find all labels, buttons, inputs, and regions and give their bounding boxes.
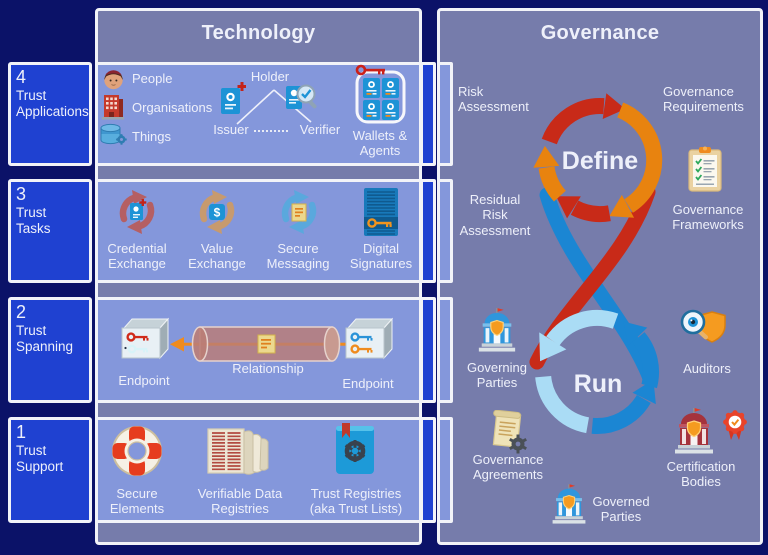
- layer-label-2: 2 Trust Spanning: [8, 297, 92, 403]
- run-label: Run: [573, 370, 623, 398]
- define-label: Define: [561, 147, 639, 175]
- issuer-verifier-dotted-line: [254, 130, 288, 132]
- issuer-credential-icon: [221, 82, 246, 114]
- verifier-check-icon: [286, 84, 317, 109]
- residual-risk-assessment-label: Residual Risk Assessment: [459, 192, 531, 238]
- governing-parties-label: Governing Parties: [467, 360, 527, 391]
- governance-agreements-label: Governance Agreements: [472, 452, 544, 483]
- layer-number: 1: [16, 422, 27, 442]
- bank-building-icon: [478, 308, 516, 352]
- trust-registry-book-icon: [336, 423, 374, 474]
- layer-number: 3: [16, 184, 27, 204]
- relationship-tunnel-icon: [170, 326, 366, 362]
- secure-messaging-icon: [281, 190, 317, 234]
- layer1-governance-tab: [437, 417, 453, 523]
- secure-elements-label: Secure Elements: [109, 486, 165, 517]
- layer4-governance-tab: [437, 62, 453, 166]
- ledger-icon: [207, 428, 269, 475]
- orange-key-icon: [350, 344, 373, 354]
- layer-name: Trust Support: [16, 442, 64, 474]
- things-label: Things: [132, 129, 172, 144]
- issuer-label: Issuer: [213, 122, 249, 137]
- organisation-icon: [102, 95, 124, 120]
- layer2-connector-bar: [420, 297, 436, 403]
- layer-label-4: 4 Trust Applications: [8, 62, 92, 166]
- pale-key-icon: [127, 344, 148, 354]
- technology-title: Technology: [201, 22, 316, 44]
- governed-parties-label: Governed Parties: [592, 494, 650, 525]
- rosette-badge-icon: [723, 410, 747, 440]
- digital-signatures-label: Digital Signatures: [349, 241, 413, 272]
- people-label: People: [132, 71, 173, 86]
- certification-bodies-label: Certification Bodies: [666, 459, 736, 490]
- trust-registries-label: Trust Registries (aka Trust Lists): [309, 486, 403, 517]
- governance-title: Governance: [540, 22, 660, 44]
- verifier-label: Verifier: [299, 122, 341, 137]
- svg-text:$: $: [214, 206, 221, 220]
- layer3-governance-tab: [437, 179, 453, 283]
- credential-exchange-label: Credential Exchange: [107, 241, 167, 272]
- red-key-icon: [126, 332, 149, 342]
- layer-name: Trust Applications: [16, 87, 89, 119]
- bank-rosette-icon: [675, 408, 747, 454]
- scroll-gear-icon: [492, 410, 527, 454]
- auditors-label: Auditors: [683, 361, 731, 376]
- layer-number: 4: [16, 67, 27, 87]
- endpoint-left-label: Endpoint: [118, 373, 170, 388]
- layer1-connector-bar: [420, 417, 436, 523]
- wallet-agents-icon: [355, 64, 406, 124]
- layer-number: 2: [16, 302, 27, 322]
- clipboard-checklist-icon: [688, 146, 722, 192]
- wallets-agents-label: Wallets & Agents: [352, 128, 408, 159]
- endpoint-right-label: Endpoint: [342, 376, 394, 391]
- risk-assessment-label: Risk Assessment: [458, 84, 529, 115]
- layer3-connector-bar: [420, 179, 436, 283]
- layer-label-1: 1 Trust Support: [8, 417, 92, 523]
- value-exchange-label: Value Exchange: [188, 241, 246, 272]
- things-icon: [100, 123, 127, 145]
- layer-name: Trust Spanning: [16, 322, 74, 354]
- magnifier-eye-shield-icon: [680, 309, 726, 343]
- organisations-label: Organisations: [132, 100, 213, 115]
- verifiable-data-registries-label: Verifiable Data Registries: [197, 486, 283, 517]
- credential-exchange-icon: [119, 190, 155, 234]
- layer4-connector-bar: [420, 62, 436, 166]
- holder-label: Holder: [250, 69, 290, 84]
- value-exchange-icon: $: [199, 190, 235, 234]
- blue-key-icon: [350, 332, 373, 342]
- endpoint-cube-icon: [121, 317, 170, 360]
- layer-name: Trust Tasks: [16, 204, 51, 236]
- digital-signature-icon: [364, 188, 398, 236]
- red-key-icon: [355, 64, 385, 76]
- person-icon: [104, 70, 123, 90]
- secure-messaging-label: Secure Messaging: [266, 241, 330, 272]
- layer-label-3: 3 Trust Tasks: [8, 179, 92, 283]
- layer2-governance-tab: [437, 297, 453, 403]
- governance-requirements-label: Governance Requirements: [663, 84, 744, 115]
- endpoint-cube-icon: [345, 317, 394, 360]
- relationship-label: Relationship: [232, 361, 304, 376]
- lifebuoy-icon: [112, 426, 162, 476]
- bank-building-icon: [552, 484, 586, 524]
- governance-frameworks-label: Governance Frameworks: [672, 202, 744, 233]
